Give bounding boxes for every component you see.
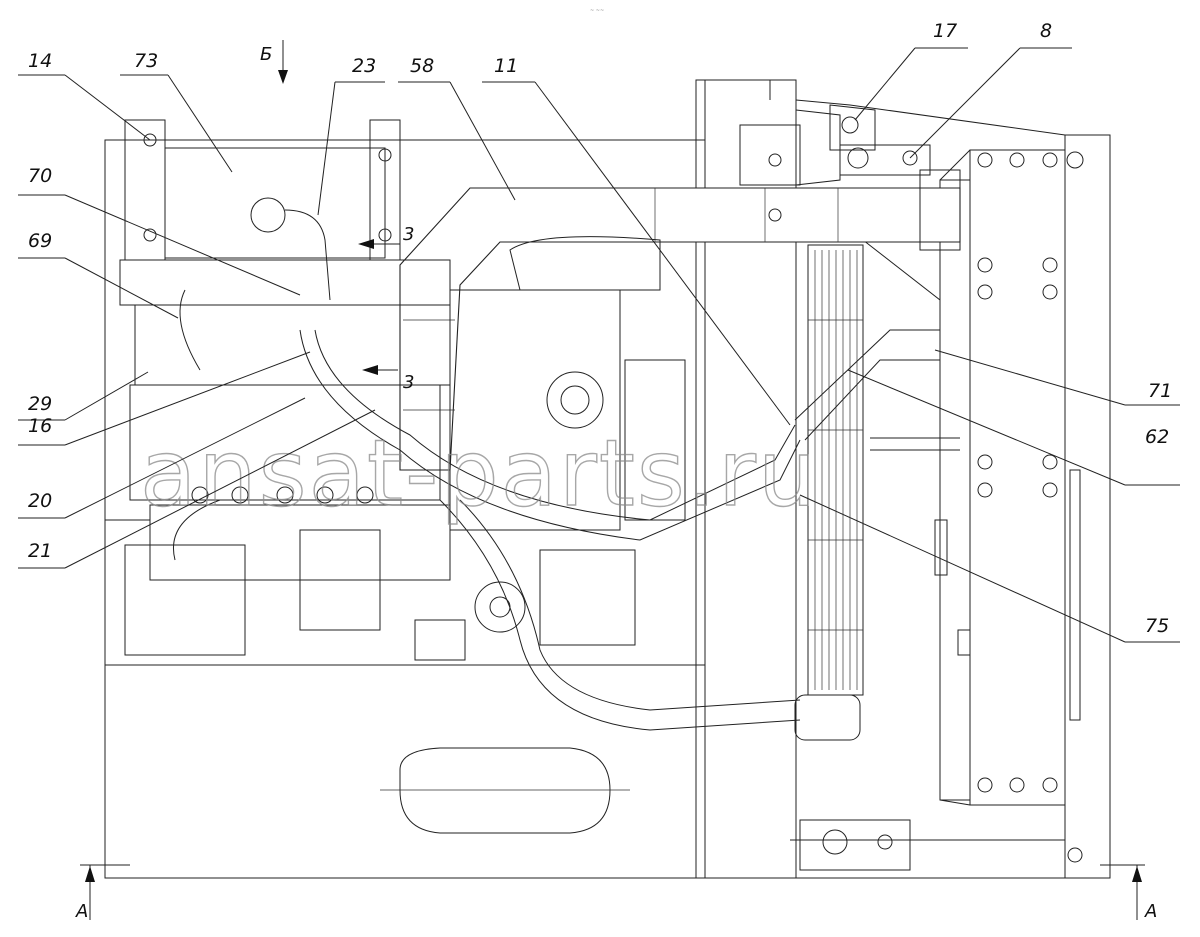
section-marker-a-right: А <box>1100 864 1157 922</box>
view-label-b: Б <box>260 44 272 65</box>
callout-label: 73 <box>134 50 158 72</box>
watermark-text: ansat-parts.ru <box>140 420 818 527</box>
section-marker-a-left: А <box>75 864 130 922</box>
callout-21: 21 <box>18 409 376 569</box>
callout-label: 70 <box>28 165 52 187</box>
callout-69: 69 <box>18 230 179 319</box>
view-marker-b: Б <box>260 40 288 84</box>
header-mark: ~ ~~ <box>590 8 604 14</box>
callout-17: 17 <box>854 20 968 121</box>
callout-14: 14 <box>18 50 151 141</box>
section-label-z-upper: 3 <box>403 224 414 245</box>
callout-label: 69 <box>28 230 52 252</box>
callout-70: 70 <box>18 165 301 296</box>
callout-73: 73 <box>120 50 233 173</box>
callout-label: 17 <box>933 20 957 42</box>
callout-label: 16 <box>28 415 52 437</box>
air-intake-duct <box>399 169 961 471</box>
callout-16: 16 <box>18 351 311 446</box>
section-marker-z-lower: 3 <box>362 365 414 393</box>
callout-8: 8 <box>909 20 1072 159</box>
filter-housing <box>124 119 401 301</box>
mount-brackets <box>739 104 931 871</box>
callout-75: 75 <box>799 494 1180 643</box>
callout-label: 20 <box>28 490 52 512</box>
callout-label: 58 <box>410 55 434 77</box>
callout-58: 58 <box>398 55 516 201</box>
callout-label: 71 <box>1148 380 1172 402</box>
coolant-hoses <box>173 289 960 741</box>
callout-label: 8 <box>1040 20 1052 42</box>
callout-label: 11 <box>494 55 518 77</box>
callout-label: 23 <box>352 55 376 77</box>
fuel-tank <box>380 747 630 834</box>
section-marker-z-upper: 3 <box>358 224 414 249</box>
callout-label: 14 <box>28 50 52 72</box>
callout-29: 29 <box>18 371 149 421</box>
callout-label: 75 <box>1145 615 1169 637</box>
callout-label: 62 <box>1145 426 1169 448</box>
callout-label: 29 <box>28 393 52 415</box>
section-label-a-left: А <box>75 901 88 922</box>
callout-23: 23 <box>317 55 385 216</box>
callout-20: 20 <box>18 397 306 519</box>
section-label-z-lower: 3 <box>403 372 414 393</box>
callout-11: 11 <box>482 55 791 426</box>
frame-outline <box>104 79 1111 879</box>
callout-label: 21 <box>28 540 52 562</box>
radiator-core <box>807 149 1084 863</box>
callout-71: 71 <box>934 349 1180 406</box>
callout-62: 62 <box>847 369 1180 486</box>
section-label-a-right: А <box>1144 901 1157 922</box>
